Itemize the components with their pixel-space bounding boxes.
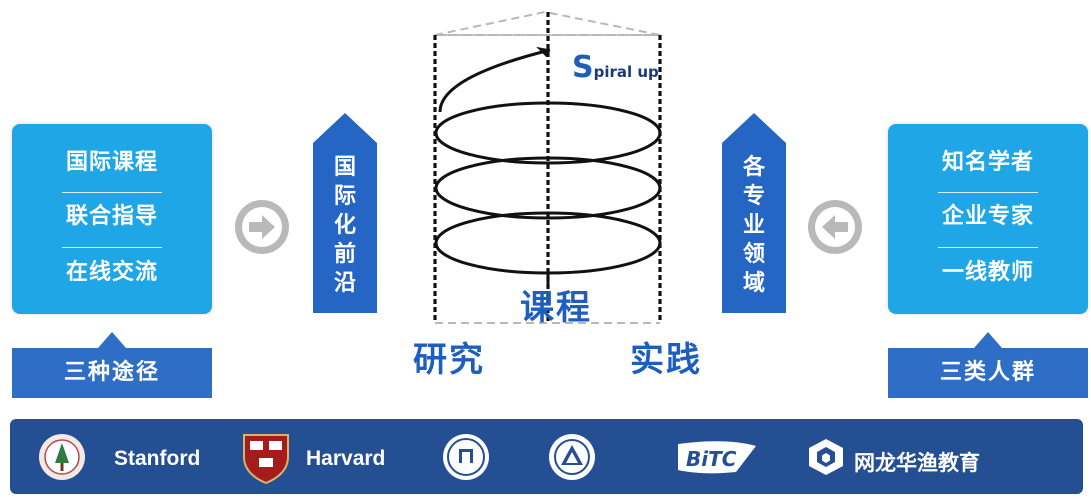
up-arrow-icon (722, 113, 786, 313)
spiral-letter: S (572, 50, 594, 85)
way-online-exchange: 在线交流 (65, 260, 158, 285)
group-scholars: 知名学者 (941, 150, 1034, 175)
practice-label: 实践 (630, 340, 702, 380)
divider (62, 247, 162, 248)
divider (62, 192, 162, 193)
spiral-text: piral up (593, 63, 659, 81)
spiral-up-label: Spiral up (572, 50, 659, 85)
partner-bar: Stanford Harvard BiTC (10, 419, 1083, 494)
international-frontier-arrow: 国际化前沿 (313, 113, 377, 313)
partner-harvard: Harvard (306, 447, 386, 470)
ways-label-notch (98, 332, 126, 348)
nd-cube-icon (809, 439, 843, 475)
course-label: 课程 (520, 288, 592, 328)
bitc-logo-icon: BiTC (678, 441, 756, 474)
groups-label-notch (974, 332, 1002, 348)
harvard-shield-icon (243, 434, 289, 485)
divider (938, 192, 1038, 193)
left-arrow-circle-icon (808, 200, 862, 254)
way-joint-guidance: 联合指导 (65, 204, 158, 229)
partner-nd-brand: 网龙华渔教育 (854, 451, 980, 475)
university-seal-icon (549, 434, 595, 480)
ways-panel: 国际课程 联合指导 在线交流 (12, 124, 212, 314)
ways-label: 三种途径 (12, 348, 212, 398)
right-arrow-circle-icon (235, 200, 289, 254)
spiral-diagram (433, 10, 662, 324)
bitc-logo-text: BiTC (686, 447, 737, 471)
group-experts: 企业专家 (941, 204, 1034, 229)
international-frontier-text: 国际化前沿 (333, 155, 356, 296)
professional-fields-arrow: 各专业领域 (722, 113, 786, 313)
up-arrow-icon (313, 113, 377, 313)
divider (938, 247, 1038, 248)
professional-fields-text: 各专业领域 (742, 155, 765, 296)
groups-label: 三类人群 (888, 348, 1088, 398)
bnu-seal-icon (443, 434, 489, 480)
group-teachers: 一线教师 (941, 260, 1034, 285)
groups-panel: 知名学者 企业专家 一线教师 (888, 124, 1088, 314)
way-international-course: 国际课程 (65, 150, 158, 175)
partner-stanford: Stanford (114, 447, 201, 470)
research-label: 研究 (413, 340, 485, 380)
stanford-seal-icon (39, 434, 85, 480)
